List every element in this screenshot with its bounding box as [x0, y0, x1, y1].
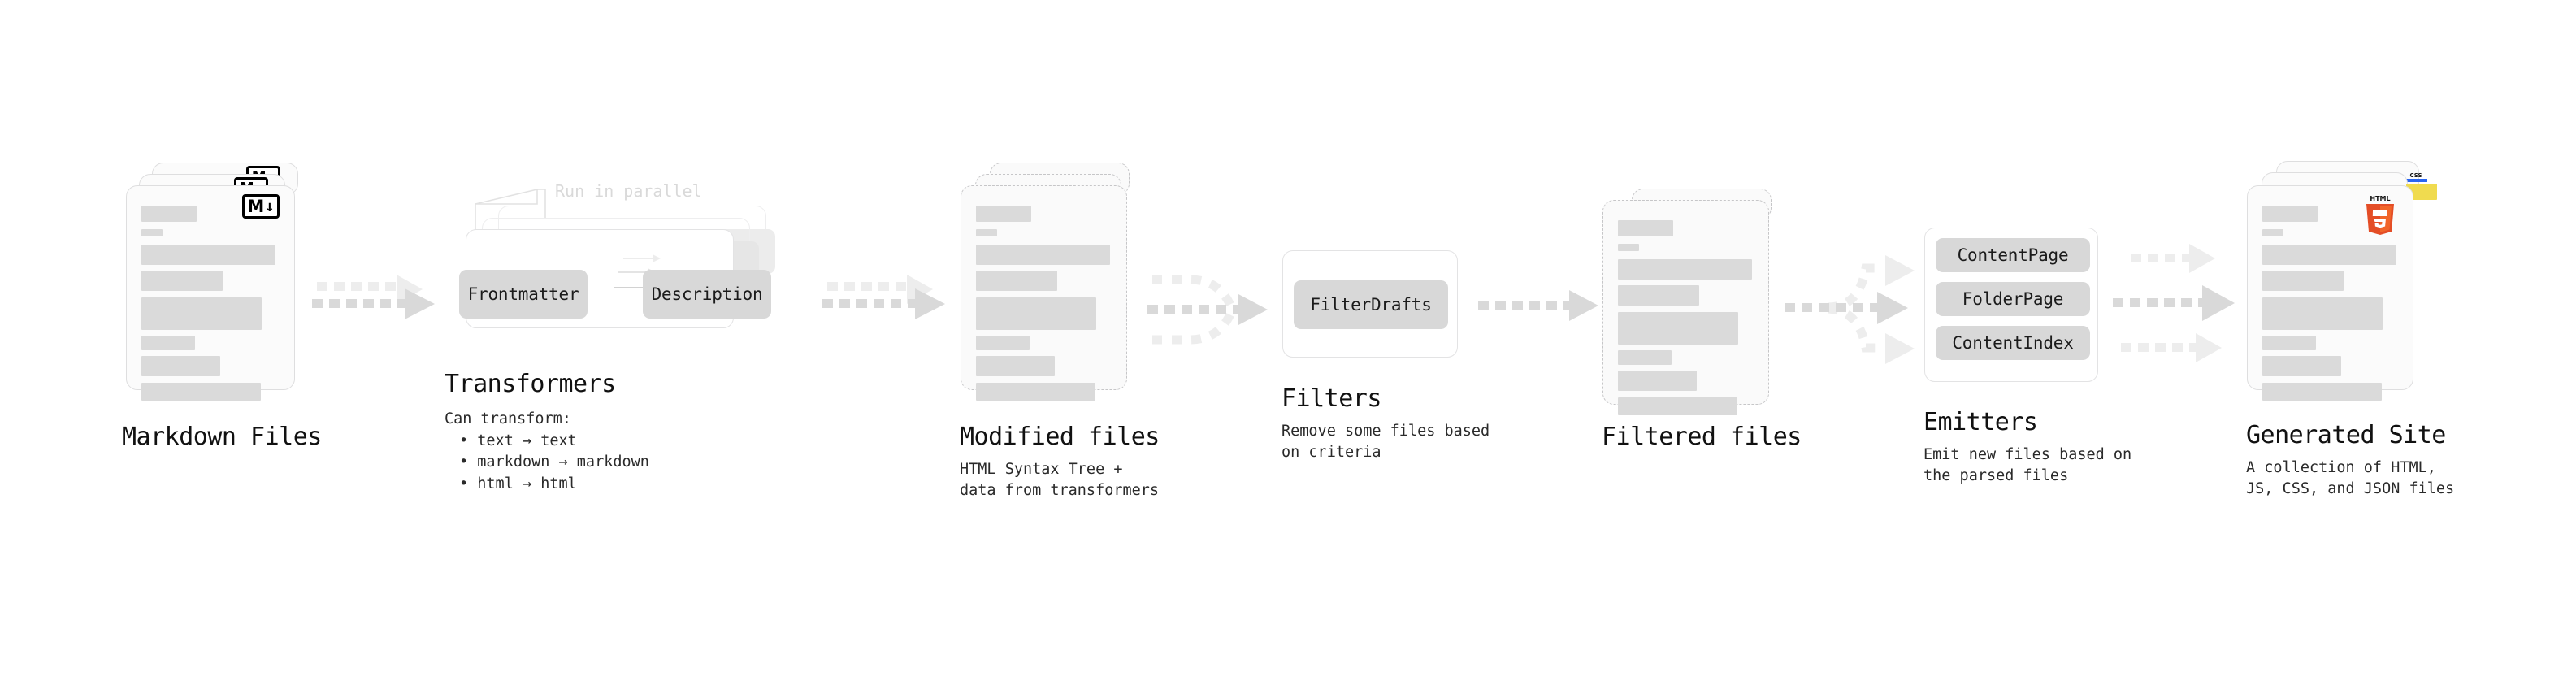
filtered-card-front — [1602, 200, 1769, 415]
arrow-markdown-to-transformers — [312, 275, 435, 319]
svg-text:HTML: HTML — [2370, 195, 2390, 202]
stage-title-transformers: Transformers — [445, 370, 616, 398]
stage-desc-modified-files: HTML Syntax Tree + data from transformer… — [960, 461, 1160, 500]
stage-markdown-files: M↓ M↓ M↓ — [122, 163, 322, 451]
js-icon — [2406, 184, 2437, 200]
stage-filtered-files: Filtered files — [1602, 189, 1802, 451]
stage-title-markdown-files: Markdown Files — [122, 423, 322, 451]
emitters-node-label: ContentIndex — [1952, 333, 2074, 353]
stage-title-generated-site: Generated Site — [2246, 421, 2446, 449]
filters-node-filterdrafts[interactable]: FilterDrafts — [1294, 280, 1448, 329]
markdown-card-front: M↓ — [126, 185, 295, 401]
emitters-node-label: FolderPage — [1962, 289, 2064, 309]
transformers-bullet-list: • text → text • markdown → markdown • ht… — [459, 431, 649, 495]
filters-frame: FilterDrafts — [1282, 250, 1458, 358]
transformer-inner-arrows — [614, 254, 661, 293]
stage-desc-emitters: Emit new files based on the parsed files — [1923, 446, 2132, 485]
markdown-card-skeleton — [127, 186, 294, 401]
arrow-modified-to-filters — [1147, 275, 1268, 345]
site-card-stack: CSS — [2247, 161, 2437, 405]
arrow-filters-to-filtered — [1478, 290, 1598, 321]
svg-text:CSS: CSS — [2409, 172, 2422, 179]
stage-desc-filters: Remove some files based on criteria — [1281, 423, 1490, 462]
run-in-parallel-bracket — [475, 189, 546, 233]
arrow-filtered-to-emitters — [1785, 255, 1915, 364]
modified-card-front — [961, 185, 1127, 401]
modified-card-stack — [961, 163, 1135, 406]
stage-title-filters: Filters — [1281, 384, 1381, 413]
site-card-html: HTML — [2247, 185, 2413, 401]
stage-modified-files: Modified files HTML Syntax Tree + data f… — [960, 163, 1160, 499]
filters-node-label: FilterDrafts — [1310, 295, 1432, 314]
stage-title-filtered-files: Filtered files — [1602, 423, 1802, 451]
stage-title-modified-files: Modified files — [960, 423, 1160, 451]
emitters-node-contentindex[interactable]: ContentIndex — [1936, 326, 2090, 360]
css-icon: CSS — [2403, 171, 2429, 184]
filtered-card-stack — [1602, 189, 1777, 416]
filtered-card-skeleton — [1603, 201, 1768, 415]
stage-title-emitters: Emitters — [1923, 408, 2038, 436]
emitters-node-label: ContentPage — [1957, 245, 2069, 265]
html5-icon: HTML — [2362, 193, 2398, 235]
transformer-node-label: Frontmatter — [467, 284, 579, 304]
transformer-node-label: Description — [651, 284, 763, 304]
transformers-bullet: • markdown → markdown — [459, 453, 649, 471]
stage-desc-transformers: Can transform: — [445, 410, 571, 427]
transformers-bullet: • text → text — [459, 432, 577, 449]
transformer-node-frontmatter[interactable]: Frontmatter — [459, 270, 588, 319]
transformers-annotation: Run in parallel — [555, 181, 702, 201]
stage-desc-generated-site: A collection of HTML, JS, CSS, and JSON … — [2246, 459, 2455, 498]
modified-card-skeleton — [961, 186, 1126, 401]
emitters-node-folderpage[interactable]: FolderPage — [1936, 282, 2090, 316]
stage-generated-site: CSS — [2246, 161, 2454, 497]
markdown-badge-letter: M — [247, 196, 265, 216]
markdown-icon: M↓ — [242, 194, 280, 219]
emitters-frame: ContentPage FolderPage ContentIndex — [1924, 228, 2098, 382]
transformer-node-description[interactable]: Description — [643, 270, 771, 319]
transformers-bullet: • html → html — [459, 475, 577, 492]
arrow-transformers-to-modified — [822, 275, 945, 319]
markdown-card-stack: M↓ M↓ M↓ — [126, 163, 301, 406]
arrow-emitters-to-site — [2113, 244, 2235, 362]
site-card-skeleton — [2248, 186, 2413, 401]
emitters-node-contentpage[interactable]: ContentPage — [1936, 238, 2090, 272]
markdown-badge-arrow: ↓ — [265, 197, 275, 215]
